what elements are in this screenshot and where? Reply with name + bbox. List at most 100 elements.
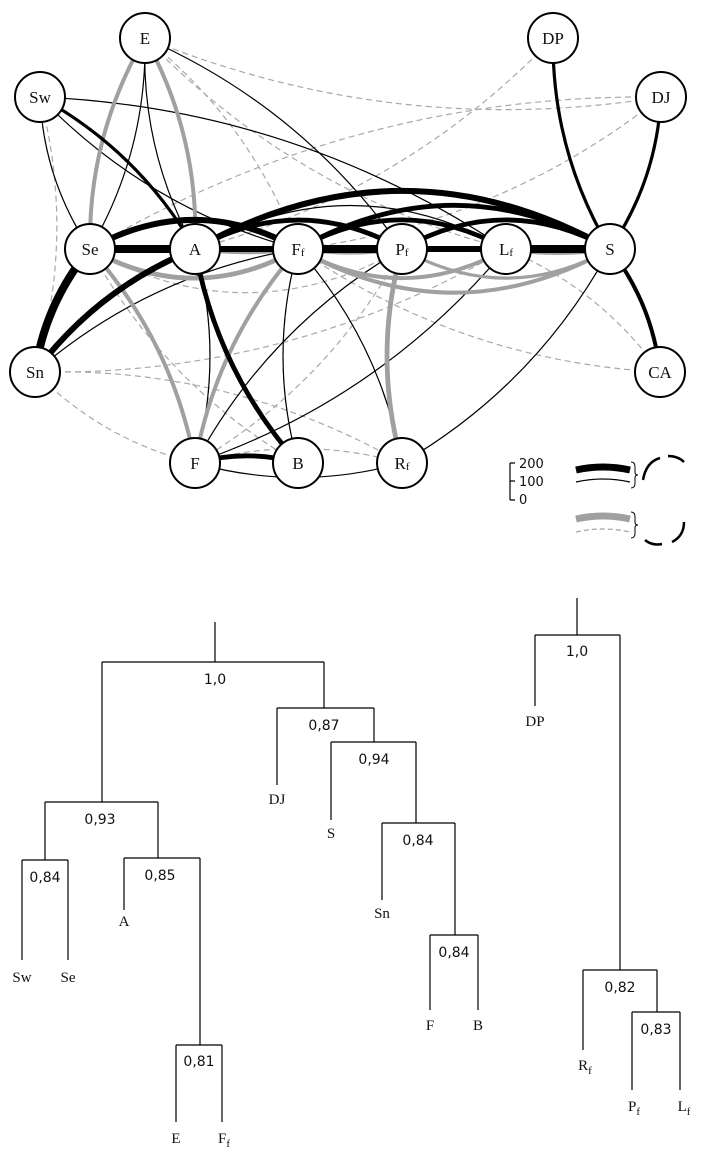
edge-A-B-strong [192,248,300,465]
legend-weak-reverse-arc [575,528,631,533]
edge-Sn-A-strong [32,246,197,374]
edge-Se-B-weak-reverse [89,248,299,464]
edge-Pf-Rf-strong-reverse [384,248,405,464]
dendrogram-right: 1,0 0,82 0,83 [534,598,681,1090]
cluster-value: 0,93 [84,812,115,828]
node-label: E [140,29,150,48]
node-circle [169,223,221,275]
cluster-value: 0,82 [604,980,635,996]
dendrograms: 1,0 0,93 0,84 0,85 0,81 0,87 0,94 0,84 0… [12,598,691,1150]
edge-E-A-weak [144,37,196,250]
edge-Se-Ff-strong [88,216,300,252]
node-label: Lf [499,240,513,260]
node-label: CA [648,363,672,382]
edge-DP-A-weak-reverse [194,37,554,250]
legend-scale-bracket [509,462,515,501]
node-label: S [605,240,614,259]
legend-brace-top [630,461,639,489]
node-E: E [119,12,171,64]
leaf-label-F: F [426,1018,434,1034]
node-label: Se [82,240,99,259]
legend-strong-arc [575,463,631,474]
legend-weak-arc [575,478,631,483]
cluster-value: 0,87 [308,718,339,734]
legend: 200 100 0 [509,454,686,546]
edge-Se-F-strong-reverse [88,247,197,464]
node-Pf: Pf [376,223,428,275]
node-circle [9,346,61,398]
counterclockwise-arrow-icon [644,521,686,546]
edge-Sw-A-strong [39,95,197,250]
node-circle [584,223,636,275]
leaf-label-Pf: Pf [628,1099,640,1118]
edge-CA-Ff-weak-reverse [297,248,661,373]
edge-S-Rf-weak [401,248,611,464]
dendrogram-left: 1,0 0,93 0,84 0,85 0,81 0,87 0,94 0,84 0… [21,622,479,1122]
node-circle [376,437,428,489]
edge-Sw-Ff-weak [39,96,299,250]
cluster-value: 0,81 [183,1054,214,1070]
cluster-value: 0,83 [640,1022,671,1038]
node-DJ: DJ [635,71,687,123]
node-S: S [584,223,636,275]
node-label: Pf [395,240,408,260]
node-circle [169,437,221,489]
edge-Pf-S-strong-reverse [401,247,611,280]
node-label: B [292,454,303,473]
legend-strong-reverse-arc [575,512,631,523]
node-label: DP [542,29,564,48]
cluster-value-root: 1,0 [566,644,588,660]
edge-Sn-F-weak-reverse [34,371,196,464]
edge-Sn-Ff-weak [34,248,299,373]
node-label: Sw [29,88,51,107]
edge-Sn-Rf-weak-reverse [34,371,403,464]
node-circle [119,12,171,64]
legend-tick-0: 0 [519,493,527,508]
node-label: DJ [652,88,671,107]
node-A: A [169,223,221,275]
node-circle [634,346,686,398]
node-circle [376,223,428,275]
cluster-value: 0,94 [358,752,389,768]
node-circle [64,223,116,275]
edge-E-Lf-weak-reverse [144,37,507,250]
node-F: F [169,437,221,489]
edge-Sw-Lf-weak [39,96,507,250]
clockwise-arrow-icon [641,454,685,481]
leaf-label-Se: Se [61,970,76,986]
legend-tick-100: 100 [519,475,544,490]
cluster-value: 0,84 [438,945,469,961]
node-B: B [272,437,324,489]
edge-E-Se-strong-reverse [87,36,147,250]
edge-A-Pf-strong [193,217,404,252]
edge-DP-S-strong [551,37,612,250]
edge-Ff-F-strong-reverse [193,247,300,464]
edge-E-DJ-weak-reverse [144,37,662,111]
node-DP: DP [527,12,579,64]
edge-Pf-F-weak-reverse [194,248,403,464]
node-Ff: Ff [272,223,324,275]
edge-E-Ff-weak-reverse [144,37,299,250]
leaf-label-Lf: Lf [678,1099,691,1118]
leaf-label-Sn: Sn [374,906,390,922]
leaf-label-DJ: DJ [269,792,286,808]
leaf-label-S: S [327,826,335,842]
node-circle [635,71,687,123]
leaf-label-A: A [119,914,130,930]
node-label: Sn [26,363,44,382]
node-circle [272,223,324,275]
node-circle [272,437,324,489]
node-Se: Se [64,223,116,275]
nodes-layer: E Sw DP DJ Se A Ff Pf Lf S Sn CA F B Rf [9,12,687,489]
edge-Sn-Lf-weak-reverse [34,248,507,373]
cluster-value: 0,84 [402,833,433,849]
node-label: A [189,240,202,259]
node-Sn: Sn [9,346,61,398]
leaf-label-B: B [473,1018,483,1034]
node-label: Rf [394,454,409,474]
leaf-label-Ff: Ff [218,1131,230,1150]
legend-tick-200: 200 [519,457,544,472]
edge-E-Se-weak [89,37,146,250]
cluster-value: 0,85 [144,868,175,884]
